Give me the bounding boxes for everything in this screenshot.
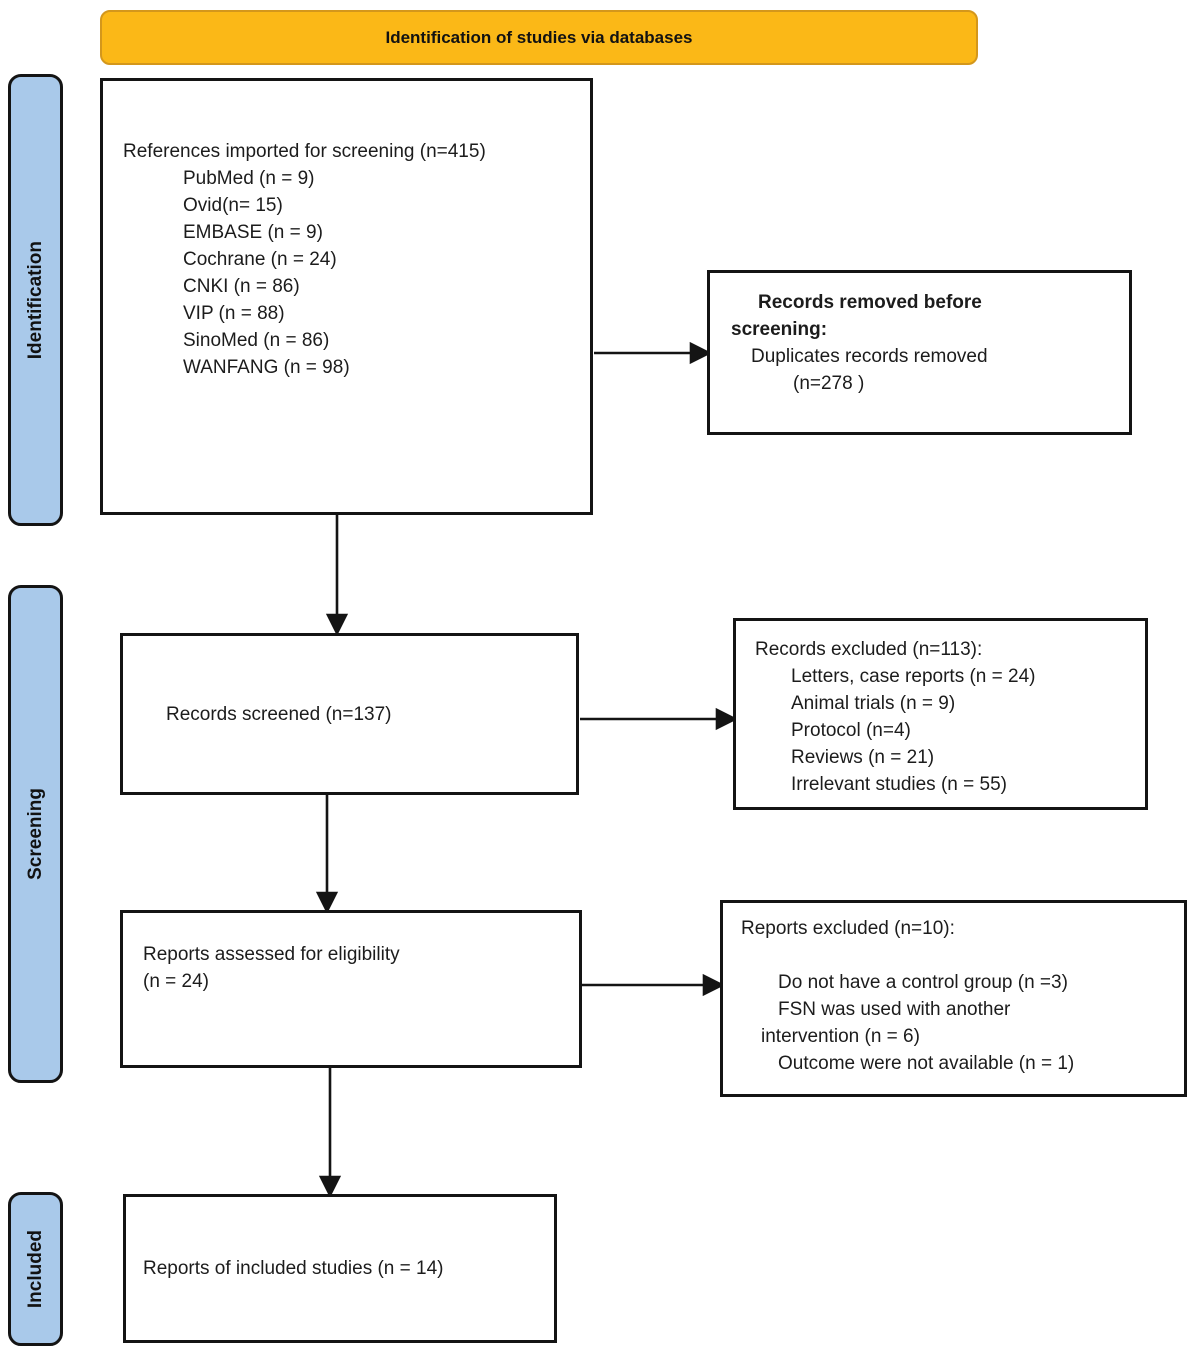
arrowhead-imported-to-removed bbox=[689, 341, 712, 365]
imported-heading: References imported for screening (n=415… bbox=[123, 141, 486, 162]
reports-assessed-line1: Reports assessed for eligibility bbox=[143, 944, 400, 965]
reports-excluded-heading: Reports excluded (n=10): bbox=[741, 918, 955, 939]
imported-item-pubmed: PubMed (n = 9) bbox=[183, 168, 315, 189]
records-excluded-animal: Animal trials (n = 9) bbox=[791, 693, 956, 714]
imported-item-embase: EMBASE (n = 9) bbox=[183, 222, 323, 243]
stage-included: Included bbox=[8, 1192, 63, 1346]
records-excluded-protocol: Protocol (n=4) bbox=[791, 720, 911, 741]
removed-detail: Duplicates records removed bbox=[751, 346, 988, 367]
records-excluded-heading: Records excluded (n=113): bbox=[755, 639, 983, 660]
reports-excluded-no-outcome: Outcome were not available (n = 1) bbox=[778, 1053, 1075, 1074]
box-reports-excluded: Reports excluded (n=10): Do not have a c… bbox=[720, 900, 1187, 1097]
box-records-excluded: Records excluded (n=113): Letters, case … bbox=[733, 618, 1148, 810]
arrowhead-screened-to-excluded bbox=[715, 707, 738, 731]
arrowhead-screened-to-assessed bbox=[315, 891, 339, 914]
reports-excluded-fsn-line2: intervention (n = 6) bbox=[761, 1026, 920, 1047]
box-records-removed: Records removed before screening: Duplic… bbox=[707, 270, 1132, 435]
reports-excluded-no-control: Do not have a control group (n =3) bbox=[778, 972, 1068, 993]
removed-heading-line1: Records removed before bbox=[758, 292, 982, 313]
banner-title: Identification of studies via databases bbox=[385, 27, 693, 47]
stage-identification: Identification bbox=[8, 74, 63, 526]
records-screened-label: Records screened (n=137) bbox=[166, 703, 392, 725]
imported-item-cochrane: Cochrane (n = 24) bbox=[183, 249, 337, 270]
reports-excluded-spacer bbox=[741, 942, 1178, 969]
box-reports-assessed: Reports assessed for eligibility (n = 24… bbox=[120, 910, 582, 1068]
box-included-studies: Reports of included studies (n = 14) bbox=[123, 1194, 557, 1343]
records-excluded-reviews: Reviews (n = 21) bbox=[791, 747, 935, 768]
banner-identification-via-databases: Identification of studies via databases bbox=[100, 10, 978, 65]
imported-item-sinomed: SinoMed (n = 86) bbox=[183, 330, 330, 351]
reports-assessed-line2: (n = 24) bbox=[143, 971, 210, 992]
box-records-screened: Records screened (n=137) bbox=[120, 633, 579, 795]
imported-item-wanfang: WANFANG (n = 98) bbox=[183, 357, 350, 378]
removed-heading-line2: screening: bbox=[731, 319, 828, 340]
stage-screening: Screening bbox=[8, 585, 63, 1083]
arrowhead-assessed-to-included bbox=[318, 1175, 342, 1198]
included-studies-label: Reports of included studies (n = 14) bbox=[143, 1258, 444, 1279]
records-excluded-irrelevant: Irrelevant studies (n = 55) bbox=[791, 774, 1007, 795]
stage-identification-label: Identification bbox=[24, 240, 46, 360]
reports-excluded-fsn-line1: FSN was used with another bbox=[778, 999, 1011, 1020]
arrowhead-assessed-to-reports-excluded bbox=[702, 973, 725, 997]
records-excluded-letters: Letters, case reports (n = 24) bbox=[791, 666, 1036, 687]
box-references-imported: References imported for screening (n=415… bbox=[100, 78, 593, 515]
stage-screening-label: Screening bbox=[24, 788, 46, 880]
stage-included-label: Included bbox=[24, 1229, 46, 1309]
imported-item-cnki: CNKI (n = 86) bbox=[183, 276, 300, 297]
arrowhead-imported-to-screened bbox=[325, 613, 349, 636]
imported-item-vip: VIP (n = 88) bbox=[183, 303, 285, 324]
imported-item-ovid: Ovid(n= 15) bbox=[183, 195, 283, 216]
removed-count: (n=278 ) bbox=[793, 373, 865, 394]
